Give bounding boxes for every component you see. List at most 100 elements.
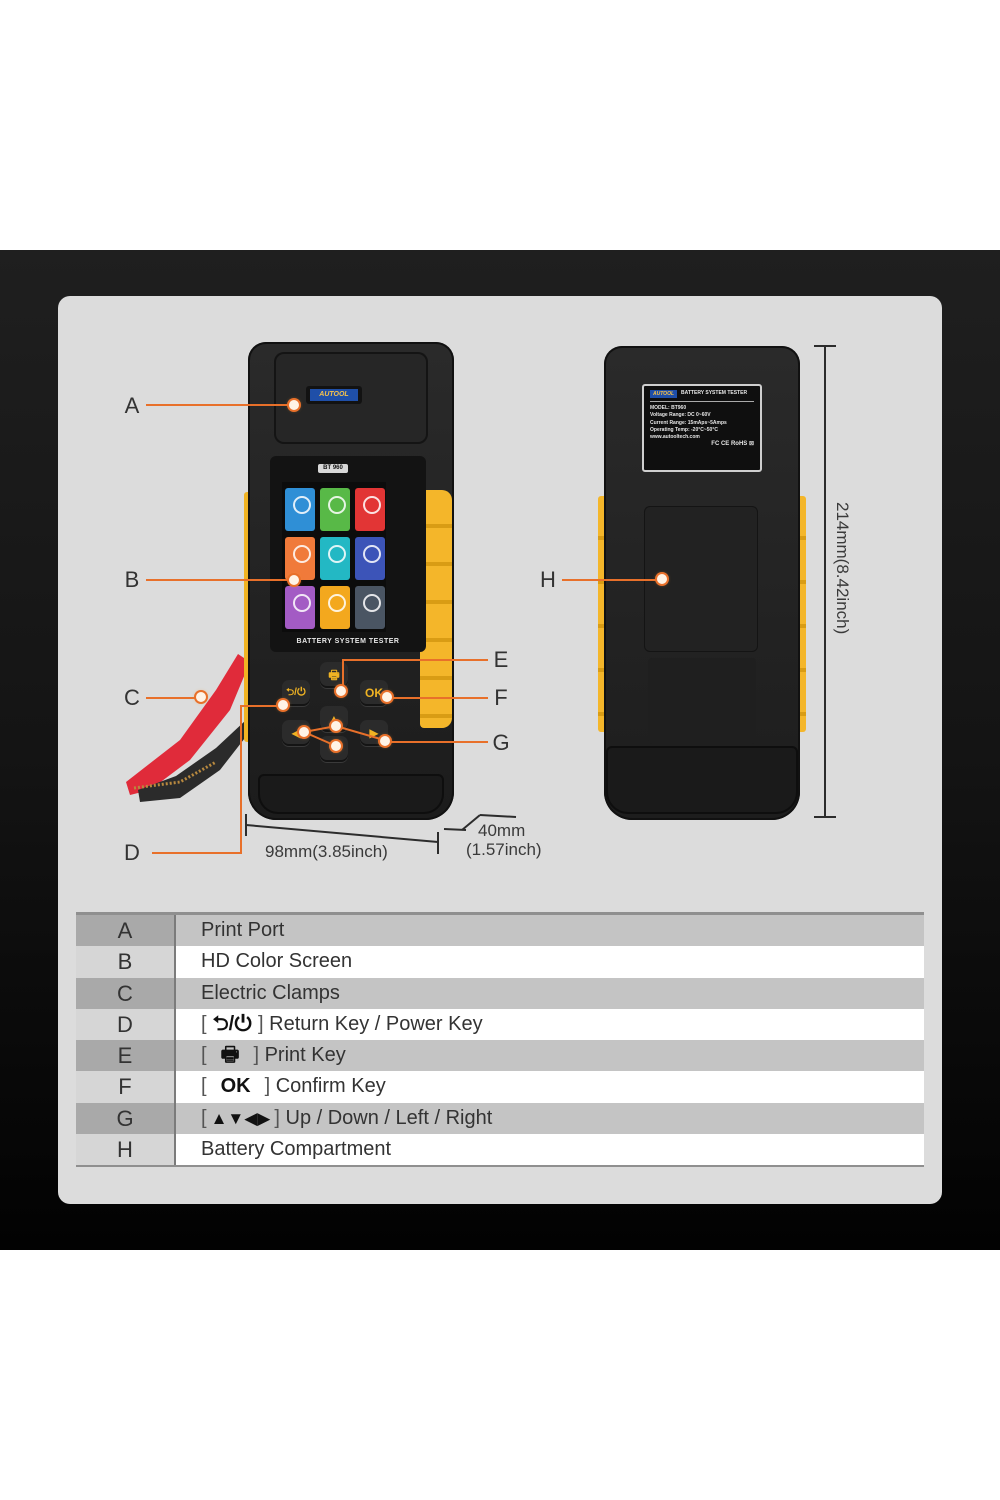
arrow-keys-icon: ▲▼◀▶ [210,1108,271,1128]
callout-dot-e [336,686,346,696]
callout-dot-g-right [380,736,390,746]
front-device: AUTOOL BT 960 BATTERY SYSTEM TESTER ⮌/⏻ … [244,342,454,820]
spec-label: AUTOOL BATTERY SYSTEM TESTER MODEL: BT96… [642,384,762,472]
label-line: www.autooltech.com [650,434,700,441]
model-badge: BT 960 [318,464,348,473]
table-row: B HD Color Screen [76,946,924,978]
voltmeter-icon [355,537,385,580]
height-dimension-cap-bottom [814,816,836,818]
legend-cell: [▲▼◀▶] Up / Down / Left / Right [176,1102,924,1135]
globe-icon [320,586,350,629]
depth-dimension-inch: (1.57inch) [466,840,542,859]
bracket-open: [ [201,1044,207,1067]
legend-key: E [76,1040,176,1072]
width-dimension-line [245,814,439,854]
legend-label: Return Key / Power Key [269,1012,483,1035]
width-dimension: 98mm(3.85inch) [265,842,388,861]
callout-dot-a [289,400,299,410]
legend-label: HD Color Screen [176,946,924,978]
callout-line-c [146,697,200,699]
battery-cell-icon [320,488,350,531]
bracket-open: [ [201,1012,207,1035]
bracket-close: ] [253,1044,260,1067]
legend-key: D [76,1008,176,1041]
bracket-close: ] [258,1012,264,1035]
callout-label-h: H [540,567,556,592]
bracket-close: ] [274,1106,280,1129]
device-foot [258,774,444,814]
callout-label-f: F [494,685,508,710]
height-dimension-cap-top [814,345,836,347]
legend-label: Battery Compartment [176,1134,924,1166]
legend-label: Print Port [176,915,924,947]
callout-line-d-top [240,705,280,707]
callout-dot-c [196,692,206,702]
callout-line-a [146,404,294,406]
callout-label-a: A [124,393,140,418]
callout-lines-g-arrows [303,724,385,747]
help-icon [355,586,385,629]
bracket-close: ] [264,1075,271,1098]
callout-label-d: D [124,840,140,865]
legend-key: H [76,1134,176,1166]
ammeter-icon [285,586,315,629]
callout-line-d [152,852,242,854]
brand-logo: AUTOOL [650,390,678,398]
waveform-icon [320,537,350,580]
rear-panel [648,658,756,744]
ok-key: OK [360,680,388,706]
device-foot [606,746,798,814]
bracket-open: [ [201,1106,207,1129]
table-row: A Print Port [76,915,924,947]
legend-label: Electric Clamps [176,977,924,1009]
label-line: MODEL: BT960 [650,405,687,411]
depth-dimension-line [443,814,517,831]
callout-line-b [146,579,294,581]
callout-line-e-vertical [342,659,344,689]
table-row: E [ 🖶] Print Key [76,1040,924,1072]
legend-key: G [76,1102,176,1135]
printer-icon: 🖶 [220,1044,240,1067]
callout-dot-d [278,700,288,710]
device-caption: BATTERY SYSTEM TESTER [296,638,400,645]
table-row: H Battery Compartment [76,1134,924,1166]
return-power-icon: ⮌/⏻ [212,1012,253,1035]
legend-cell: [OK] Confirm Key [176,1071,924,1103]
callout-label-b: B [124,567,140,592]
depth-dimension: 40mm [478,821,526,840]
electric-clamps [126,654,250,802]
brand-logo: AUTOOL [306,386,362,404]
callout-dot-h [657,574,667,584]
table-row: F [OK] Confirm Key [76,1071,924,1103]
callout-line-f [390,697,488,699]
callout-dot-b [289,575,299,585]
label-line: Current Range: 15mAps~5Amps [650,419,727,426]
callout-dot-f [382,692,392,702]
legend-label: Print Key [264,1044,346,1067]
back-device: AUTOOL BATTERY SYSTEM TESTER MODEL: BT96… [596,346,808,820]
legend-key: B [76,946,176,978]
callout-label-c: C [124,685,140,710]
charging-icon [285,537,315,580]
power-icon [355,488,385,531]
certification-marks: FC CE RoHS ⊠ [711,441,754,448]
callout-dot-g-up [331,721,341,731]
label-line: Voltage Range: DC 0~60V [650,412,711,419]
table-row: C Electric Clamps [76,977,924,1009]
callout-line-e [342,659,488,661]
legend-cell: [⮌/⏻] Return Key / Power Key [176,1008,924,1041]
legend-label: Up / Down / Left / Right [285,1106,493,1129]
legend-table: A Print Port B HD Color Screen C Electri… [76,912,924,1168]
legend-cell: [ 🖶] Print Key [176,1040,924,1072]
legend-key: F [76,1071,176,1103]
legend-key: C [76,977,176,1009]
table-row: D [⮌/⏻] Return Key / Power Key [76,1008,924,1041]
legend-label: Confirm Key [275,1075,386,1098]
callout-label-e: E [493,647,509,672]
height-dimension-line [824,346,826,818]
callout-dot-g-left [299,727,309,737]
callout-line-d-vertical [240,705,242,854]
keypad: ⮌/⏻ 🖶 OK ▲ ◀ ▶ ▼ [278,658,418,768]
hd-color-screen [282,482,386,632]
legend-key: A [76,915,176,947]
